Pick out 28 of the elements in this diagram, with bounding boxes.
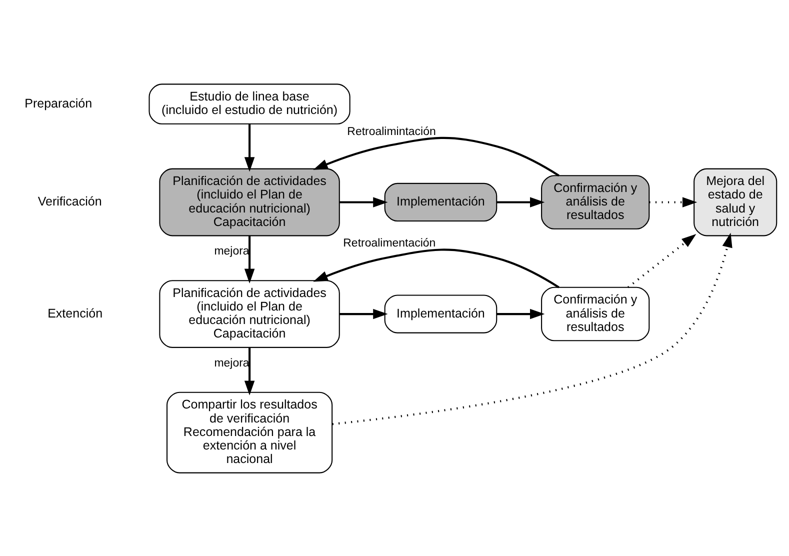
node-box: Planificación de actividades (incluido el Plan de educación nutricional) Capacitación (159, 280, 340, 348)
label: Preparación (24, 96, 92, 110)
arrow (332, 232, 732, 425)
arrow (496, 196, 545, 207)
arrow (313, 248, 560, 288)
arrow (340, 196, 388, 207)
edge-label: Retroalimintación (347, 125, 436, 138)
arrow (340, 308, 388, 319)
edge-label: mejora (214, 245, 250, 258)
node-box: Compartir los resultados de verificación Recomendación para la extención a nivel nacional (166, 391, 333, 473)
edge-label: mejora (214, 356, 250, 369)
node-box: Estudio de linea base (incluido el estudio de nutrición) (148, 83, 350, 124)
arrow (628, 233, 696, 288)
label: Verificación (38, 194, 102, 208)
node-box: Confirmación y análisis de resultados (541, 174, 650, 229)
node-box: Implementación (384, 294, 498, 333)
arrow (244, 347, 255, 395)
node-box: Mejora del estado de salud y nutrición (694, 168, 778, 236)
label: Extención (48, 306, 103, 320)
arrow (244, 124, 255, 172)
node-box: Confirmación y análisis de resultados (541, 286, 650, 341)
edge-label: Retroalimentación (343, 237, 436, 250)
arrow (496, 308, 545, 319)
node-box: Planificación de actividades (incluido el Plan de educación nutricional) Capacitación (159, 168, 340, 236)
arrow (244, 235, 255, 283)
node-box: Implementación (384, 182, 498, 222)
arrow (649, 196, 698, 207)
arrow (313, 136, 560, 176)
